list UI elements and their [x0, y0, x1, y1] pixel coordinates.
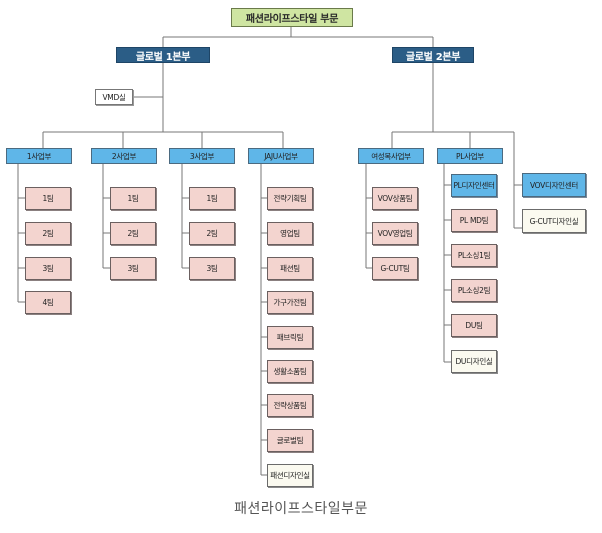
pl-design-center-box: PL디자인센터	[451, 174, 497, 197]
business-unit-womens: 여성복사업부	[358, 148, 424, 164]
team-box: 1팀	[25, 187, 71, 210]
team-box: 4팀	[25, 291, 71, 314]
team-label: 패브릭팀	[276, 333, 304, 342]
team-label: PL소싱2팀	[457, 286, 491, 295]
team-label: 2팀	[42, 229, 54, 238]
business-unit-2: 2사업부	[91, 148, 157, 164]
team-box: PL소싱1팀	[451, 244, 497, 267]
team-label: 글로벌팀	[276, 436, 304, 445]
team-label: PL MD팀	[459, 216, 489, 225]
team-label: 2팀	[127, 229, 139, 238]
team-label: VOV영업팀	[377, 229, 413, 238]
design-office-box: DU디자인실	[451, 350, 497, 373]
business-unit-label: 여성복사업부	[371, 151, 411, 161]
team-box: 2팀	[189, 222, 235, 245]
team-label: 영업팀	[280, 229, 300, 238]
vov-design-center-box: VOV디자인센터	[522, 173, 586, 197]
team-box: 3팀	[189, 257, 235, 280]
team-box: DU팀	[451, 314, 497, 337]
team-box: 전략상품팀	[267, 394, 313, 417]
division-label: 글로벌 1본부	[135, 51, 191, 63]
team-label: VOV상품팀	[377, 194, 413, 203]
side-unit-label: G-CUT디자인실	[529, 216, 579, 226]
team-label: 1팀	[42, 194, 54, 203]
team-box: 글로벌팀	[267, 429, 313, 452]
team-label: 3팀	[206, 264, 218, 273]
team-box: PL소싱2팀	[451, 279, 497, 302]
team-box: 3팀	[25, 257, 71, 280]
caption: 패션라이프스타일부문	[234, 501, 368, 517]
team-box: PL MD팀	[451, 209, 497, 232]
team-box: 1팀	[110, 187, 156, 210]
business-unit-label: JAJU사업부	[264, 151, 298, 161]
team-label: 생활소품팀	[273, 367, 307, 376]
team-box: 2팀	[25, 222, 71, 245]
team-box: 1팀	[189, 187, 235, 210]
team-label: 1팀	[127, 194, 139, 203]
business-unit-label: PL사업부	[456, 151, 484, 161]
team-label: 1팀	[206, 194, 218, 203]
root-label: 패션라이프스타일 부문	[245, 14, 339, 25]
division-label: 글로벌 2본부	[405, 51, 461, 63]
business-unit-pl: PL사업부	[437, 148, 503, 164]
business-unit-label: 3사업부	[189, 151, 215, 161]
team-box: VOV영업팀	[372, 222, 418, 245]
business-unit-jaju: JAJU사업부	[248, 148, 314, 164]
business-unit-3: 3사업부	[169, 148, 235, 164]
team-box: 영업팀	[267, 222, 313, 245]
design-center-label: PL디자인센터	[453, 181, 495, 190]
team-label: 3팀	[42, 264, 54, 273]
team-label: DU팀	[465, 321, 483, 330]
side-unit-label: VOV디자인센터	[529, 180, 578, 190]
staff-label: VMD실	[102, 92, 126, 102]
team-box: 생활소품팀	[267, 360, 313, 383]
team-box: G-CUT팀	[372, 257, 418, 280]
team-box: 전략기획팀	[267, 187, 313, 210]
team-box: 패브릭팀	[267, 326, 313, 349]
team-box: 3팀	[110, 257, 156, 280]
staff-vmd: VMD실	[95, 89, 133, 105]
root-node: 패션라이프스타일 부문	[231, 8, 353, 27]
team-label: PL소싱1팀	[457, 251, 491, 260]
design-office-box: 패션디자인실	[267, 464, 313, 487]
team-box: 2팀	[110, 222, 156, 245]
team-label: G-CUT팀	[380, 264, 410, 273]
design-office-label: DU디자인실	[455, 357, 493, 366]
team-box: VOV상품팀	[372, 187, 418, 210]
team-label: 3팀	[127, 264, 139, 273]
business-unit-label: 2사업부	[111, 151, 137, 161]
team-label: 4팀	[42, 298, 54, 307]
division-global-1: 글로벌 1본부	[116, 47, 210, 63]
team-label: 패션팀	[280, 264, 300, 273]
division-global-2: 글로벌 2본부	[392, 47, 474, 63]
gcut-design-office-box: G-CUT디자인실	[522, 209, 586, 233]
team-label: 전략상품팀	[273, 401, 307, 410]
team-box: 패션팀	[267, 257, 313, 280]
business-unit-label: 1사업부	[26, 151, 52, 161]
team-box: 가구가전팀	[267, 291, 313, 314]
design-office-label: 패션디자인실	[270, 471, 310, 480]
team-label: 2팀	[206, 229, 218, 238]
team-label: 전략기획팀	[273, 194, 307, 203]
team-label: 가구가전팀	[273, 298, 307, 307]
business-unit-1: 1사업부	[6, 148, 72, 164]
